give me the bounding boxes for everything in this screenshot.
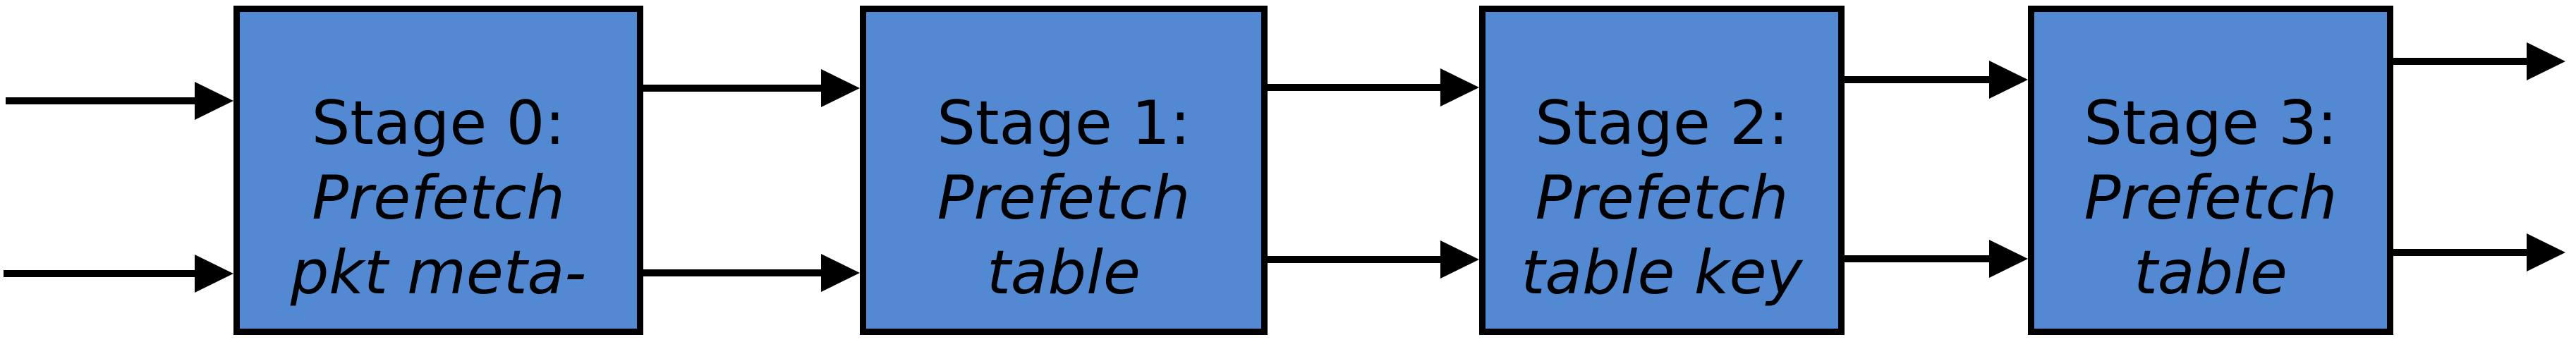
flow-arrow-bottom-stage0-stage1: [643, 254, 860, 292]
stage-0-subtitle-line-2: pkt meta-: [290, 237, 587, 308]
arrow-head: [195, 82, 233, 120]
flow-arrow-top-input: [6, 82, 233, 120]
flow-arrow-top-output: [2393, 42, 2565, 80]
arrow-head: [1989, 61, 2028, 99]
flow-arrow-top-stage0-stage1: [643, 69, 860, 107]
stage-3-title: Stage 3:: [2084, 87, 2338, 159]
flow-arrow-top-stage1-stage2: [1268, 68, 1479, 106]
stage-3-subtitle-line-2: table: [2134, 237, 2288, 308]
stage-2-subtitle-line-2: table key: [1521, 237, 1803, 308]
stage-2-title: Stage 2:: [1535, 87, 1789, 159]
arrow-head: [2527, 42, 2565, 80]
stage-3-subtitle-line-1: Prefetch: [2084, 162, 2338, 233]
stage-0-title: Stage 0:: [311, 87, 566, 159]
arrow-head: [821, 254, 860, 292]
stage-1-subtitle-line-2: table: [987, 237, 1141, 308]
stage-box-2: Stage 2: Prefetch table key: [1479, 6, 1845, 335]
arrow-head: [195, 255, 233, 293]
arrow-head: [1440, 240, 1479, 279]
stage-box-0: Stage 0: Prefetch pkt meta-: [233, 6, 643, 335]
arrow-head: [2527, 233, 2565, 271]
stage-box-3: Stage 3: Prefetch table: [2028, 6, 2393, 335]
arrow-head: [1440, 68, 1479, 106]
flow-arrow-bottom-input: [4, 255, 233, 293]
flow-arrow-bottom-stage1-stage2: [1268, 240, 1479, 279]
flow-arrow-bottom-stage2-stage3: [1845, 240, 2028, 278]
stage-1-subtitle-line-1: Prefetch: [937, 162, 1191, 233]
stage-box-1: Stage 1: Prefetch table: [860, 6, 1268, 335]
stage-0-subtitle-line-1: Prefetch: [312, 162, 565, 233]
arrow-head: [821, 69, 860, 107]
flow-arrow-top-stage2-stage3: [1845, 61, 2028, 99]
arrow-head: [1989, 240, 2028, 278]
flow-arrow-bottom-output: [2393, 233, 2565, 271]
stage-2-subtitle-line-1: Prefetch: [1535, 162, 1789, 233]
stage-1-title: Stage 1:: [937, 87, 1191, 159]
